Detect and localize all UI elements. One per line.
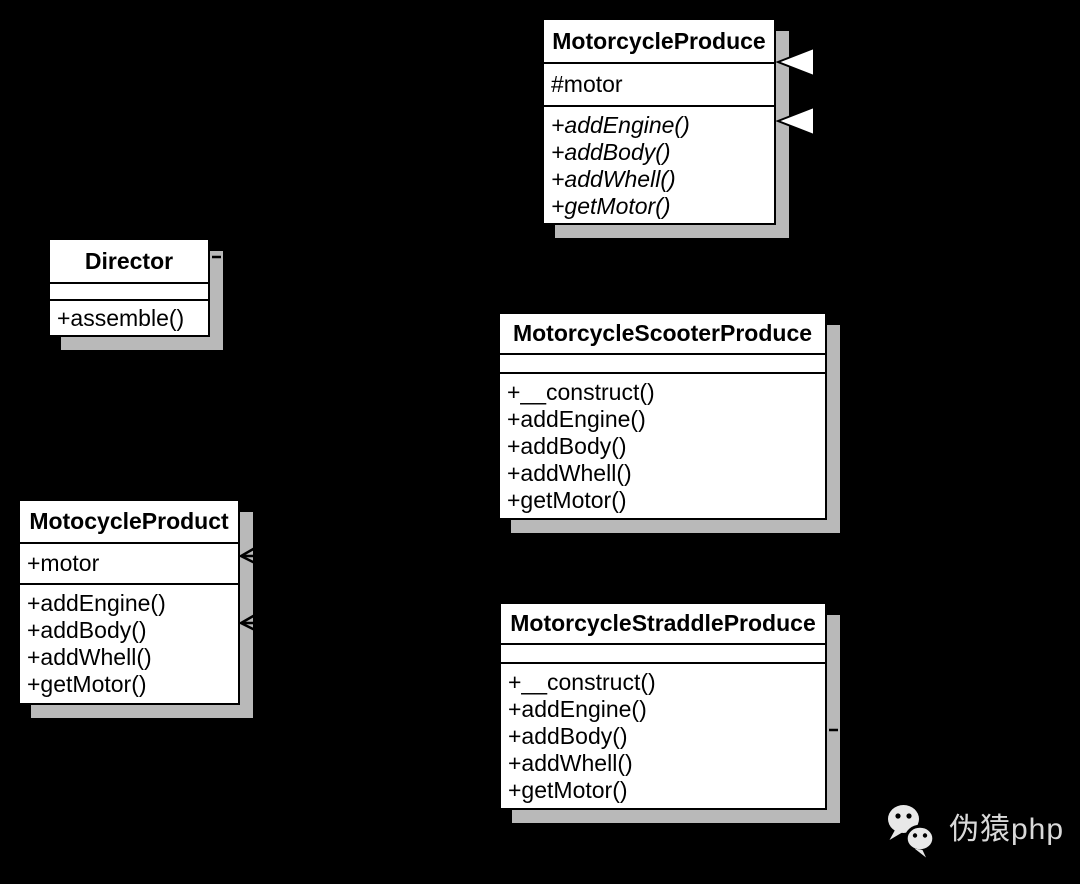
class-title: MotorcycleStraddleProduce [501,604,825,645]
class-attributes [50,284,208,301]
method: +getMotor() [508,777,628,803]
watermark-text: 伪猿php [949,813,1065,846]
class-box-motorcycle-straddle-produce: MotorcycleStraddleProduce +__construct()… [499,602,827,810]
class-methods: +__construct() +addEngine() +addBody() +… [501,664,825,808]
wechat-icon [888,805,936,858]
watermark: 伪猿php [886,802,1064,858]
hollow-triangle-arrowhead-icon [775,105,815,137]
method: +addBody() [27,617,147,643]
method: +addEngine() [508,696,647,722]
class-title: MotorcycleProduce [544,20,774,64]
method: +addWhell() [508,750,633,776]
method: +addWhell() [27,644,152,670]
method: +getMotor() [551,193,671,219]
class-box-motorcycle-produce: MotorcycleProduce #motor +addEngine() +a… [542,18,776,225]
method: +addEngine() [551,112,690,138]
class-box-motorcycle-scooter-produce: MotorcycleScooterProduce +__construct() … [498,312,827,520]
method: +addWhell() [551,166,676,192]
attribute: +motor [27,550,100,576]
class-methods: +assemble() [50,301,208,335]
method: +addBody() [508,723,628,749]
class-attributes [500,355,825,374]
open-arrowhead-icon [238,546,256,565]
class-title: MotocycleProduct [20,501,238,544]
method: +__construct() [508,669,656,695]
method: +__construct() [507,379,655,405]
class-attributes: +motor [20,544,238,585]
method: +getMotor() [27,671,147,697]
class-methods: +addEngine() +addBody() +addWhell() +get… [544,107,774,223]
method: +assemble() [57,305,185,331]
class-title: Director [50,240,208,284]
class-methods: +__construct() +addEngine() +addBody() +… [500,374,825,518]
class-title: MotorcycleScooterProduce [500,314,825,355]
open-arrowhead-icon [238,613,256,632]
hollow-triangle-arrowhead-icon [775,46,815,78]
method: +addEngine() [507,406,646,432]
class-attributes [501,645,825,664]
method: +addWhell() [507,460,632,486]
class-box-director: Director +assemble() [48,238,210,337]
method: +addEngine() [27,590,166,616]
class-methods: +addEngine() +addBody() +addWhell() +get… [20,585,238,703]
method: +addBody() [551,139,671,165]
attribute: #motor [551,71,623,97]
method: +addBody() [507,433,627,459]
class-attributes: #motor [544,64,774,107]
class-box-motocycle-product: MotocycleProduct +motor +addEngine() +ad… [18,499,240,705]
method: +getMotor() [507,487,627,513]
